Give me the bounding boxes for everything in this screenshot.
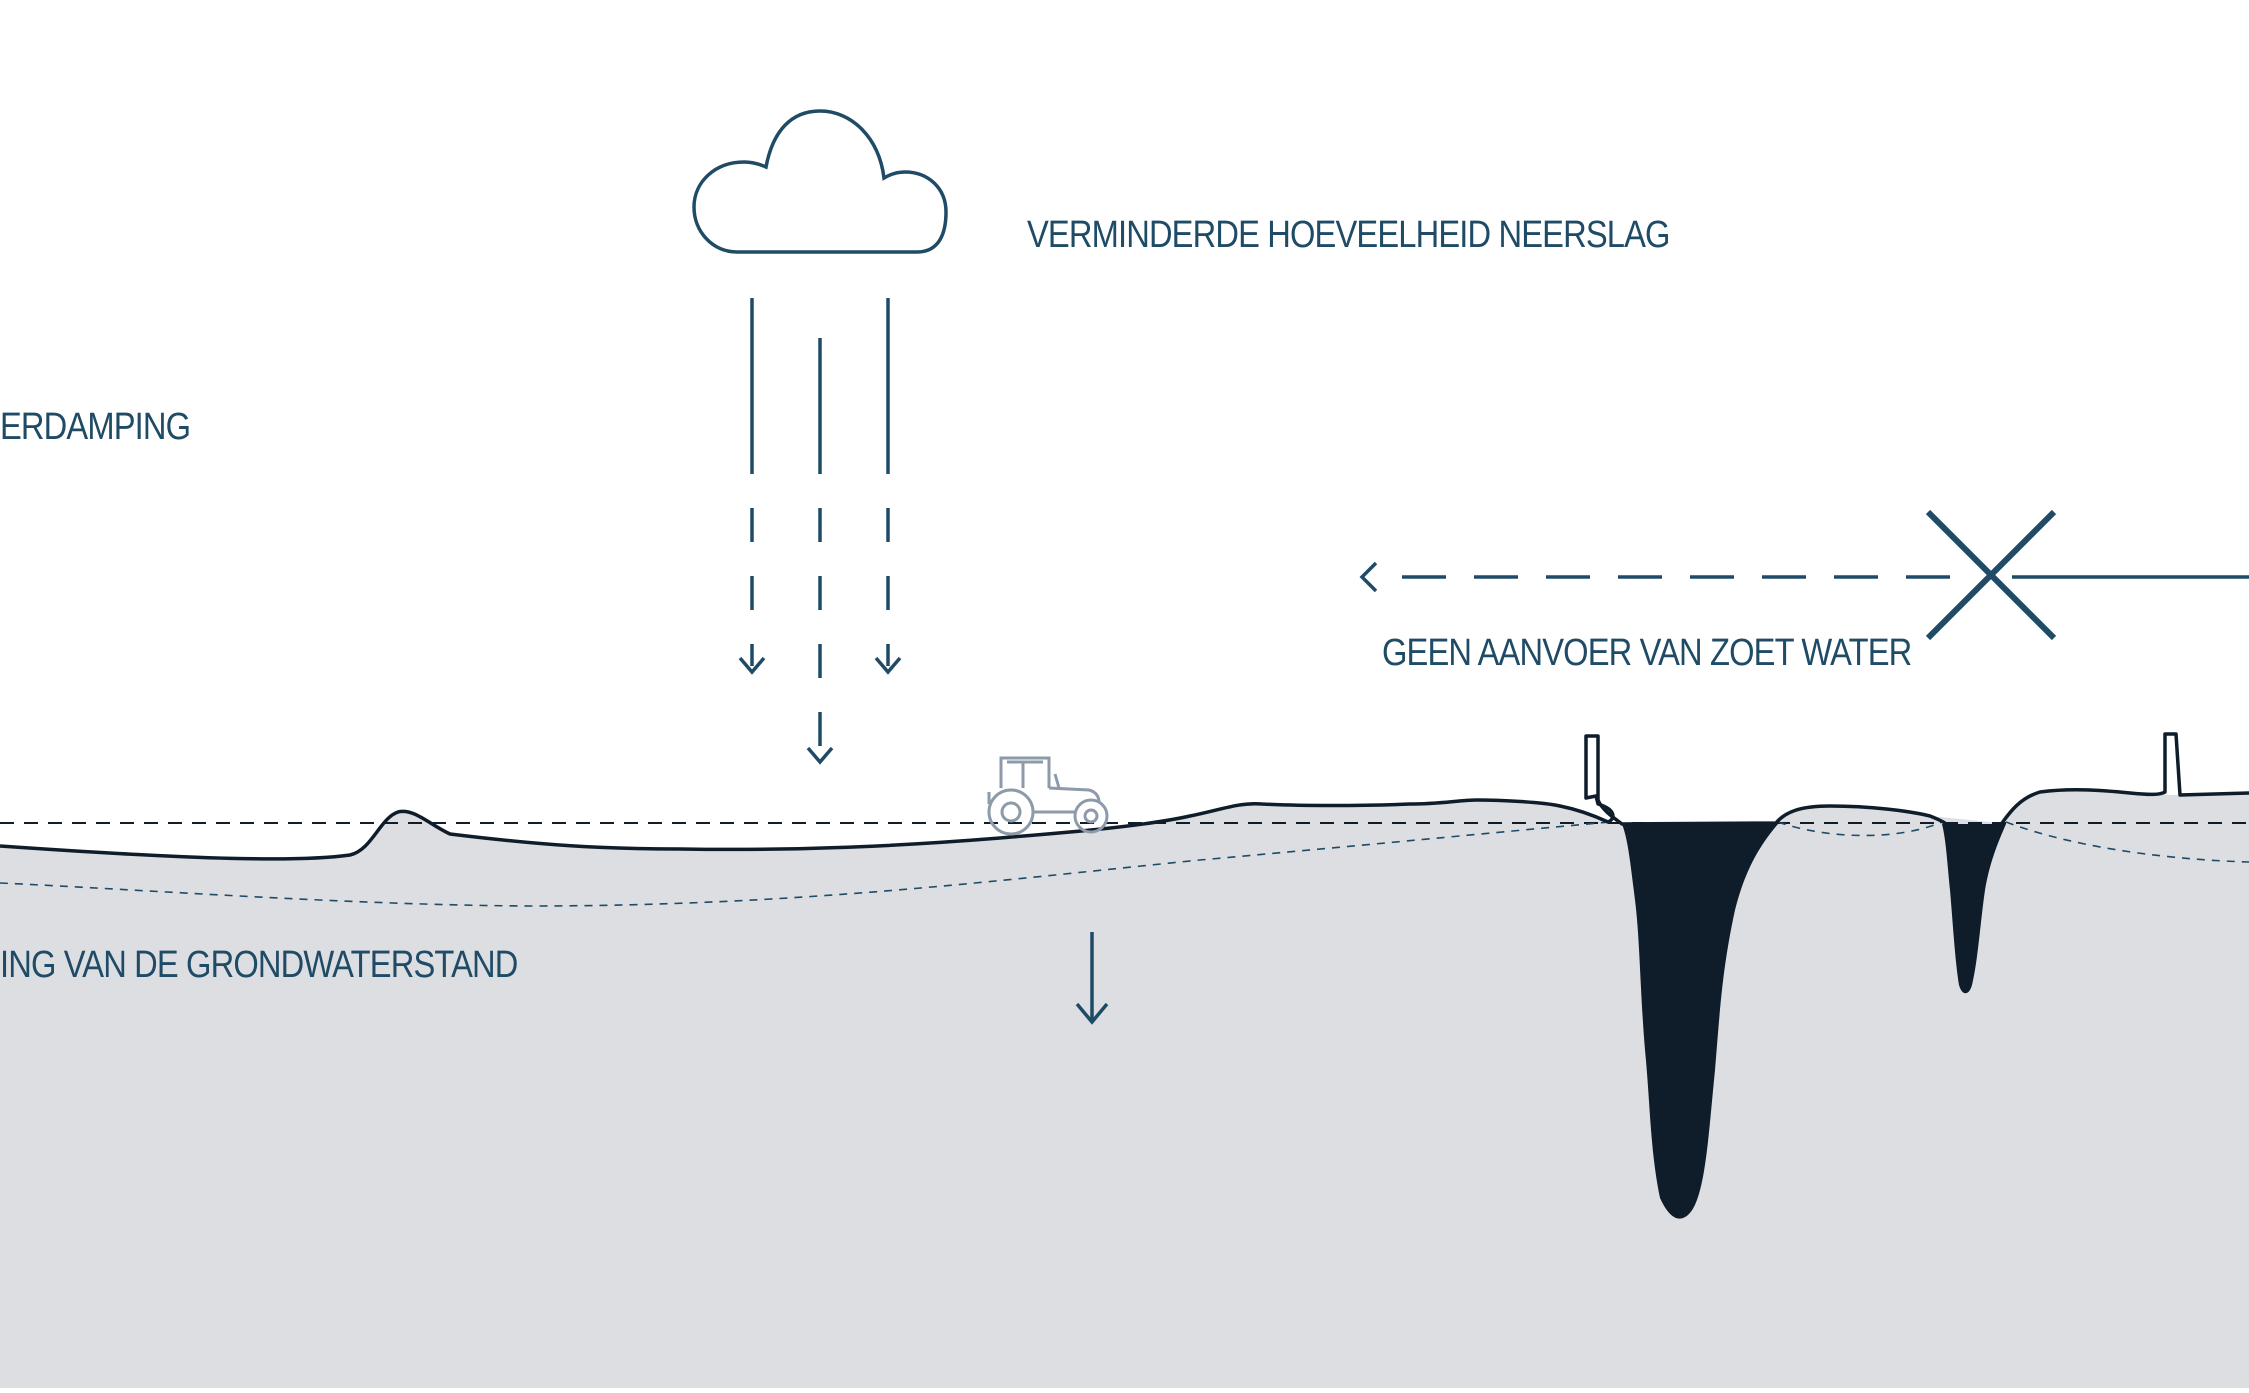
label-groundwater-level: ING VAN DE GRONDWATERSTAND	[0, 944, 518, 986]
cloud-icon	[692, 109, 948, 254]
label-evaporation: ERDAMPING	[0, 406, 191, 448]
cross-icon	[1925, 509, 2057, 641]
land-surface-line	[0, 732, 2249, 861]
label-precipitation: VERMINDERDE HOEVEELHEID NEERSLAG	[1027, 214, 1670, 256]
water-channel-large	[1622, 824, 1778, 1219]
groundwater-table-line-mid	[1777, 821, 1943, 837]
water-channel-small	[1942, 824, 2006, 994]
groundwater-table-line-right	[2005, 821, 2249, 863]
rain-arrows	[738, 298, 902, 765]
fresh-water-arrow	[1359, 561, 2249, 593]
tractor-icon	[987, 756, 1109, 836]
label-fresh-water-supply: GEEN AANVOER VAN ZOET WATER	[1382, 632, 1912, 674]
ground-area	[0, 789, 2249, 1388]
groundwater-down-arrow	[1075, 932, 1109, 1025]
